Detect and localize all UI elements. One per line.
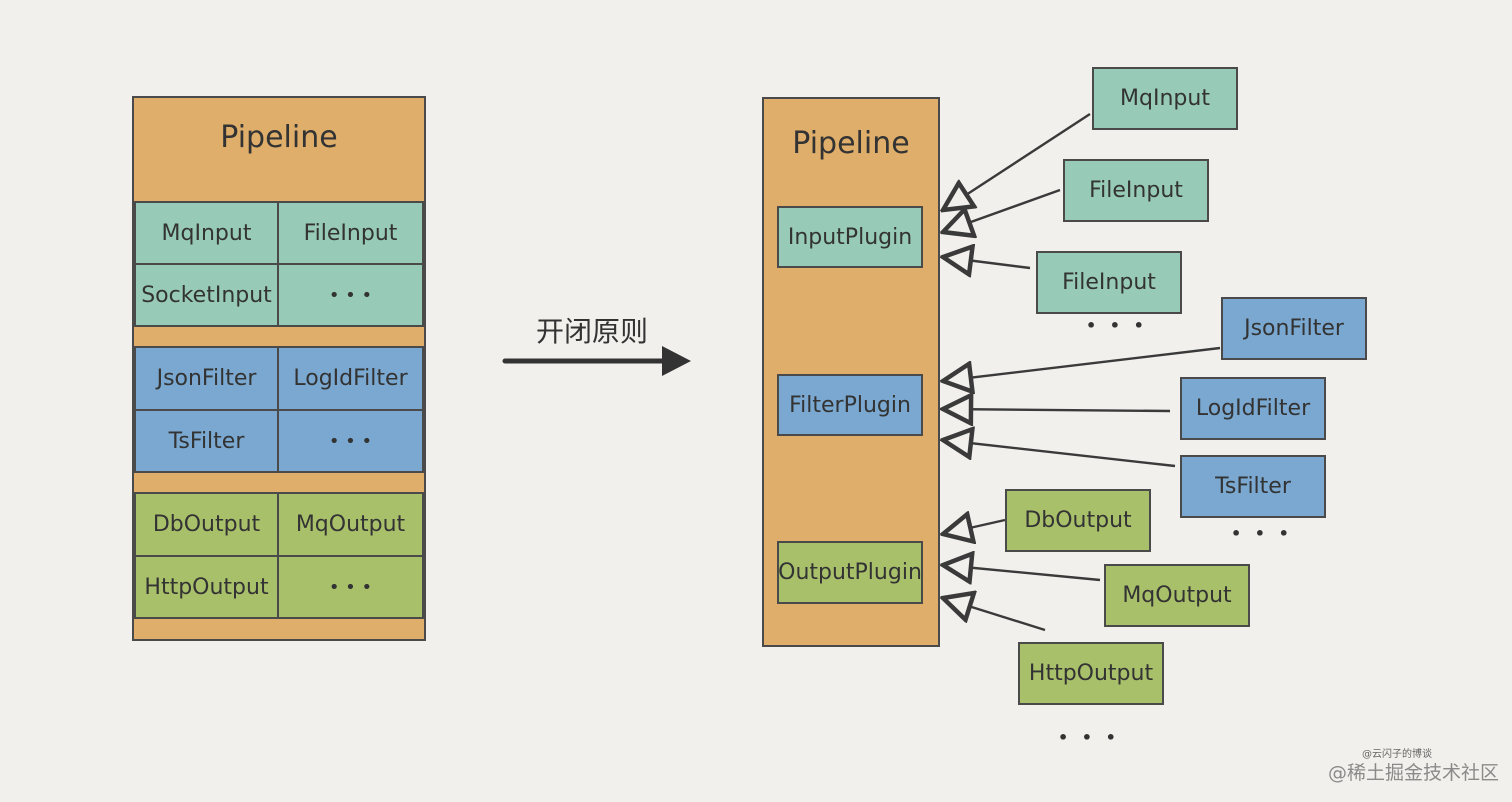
left-filter-ellipsis: • • • [277, 409, 424, 473]
input-ellipsis: • • • [1086, 316, 1148, 335]
watermark-main: @稀土掘金技术社区 [1328, 762, 1500, 784]
left-pipeline-title: Pipeline [220, 120, 338, 155]
impl-tsfilter: TsFilter [1180, 455, 1326, 518]
transform-arrow [502, 346, 691, 376]
connector-fileinput-1 [943, 188, 1061, 232]
output-ellipsis: • • • [1058, 728, 1120, 747]
watermark-small: @云闪子的博谈 [1362, 749, 1432, 760]
connector-mqinput [943, 112, 1091, 210]
impl-mqinput: MqInput [1092, 67, 1238, 130]
connector-jsonfilter [943, 346, 1221, 381]
connector-dboutput [943, 520, 1006, 534]
connector-mqoutput [943, 565, 1101, 580]
left-tsfilter: TsFilter [134, 409, 279, 473]
arrow-label: 开闭原则 [536, 315, 649, 348]
left-httpoutput: HttpOutput [134, 555, 279, 619]
connector-tsfilter [943, 440, 1176, 468]
output-plugin: OutputPlugin [777, 541, 923, 604]
input-plugin: InputPlugin [777, 206, 923, 268]
impl-httpoutput: HttpOutput [1018, 642, 1164, 705]
filter-plugin: FilterPlugin [777, 374, 923, 436]
connector-fileinput-2 [943, 257, 1031, 268]
impl-fileinput-2: FileInput [1036, 251, 1182, 314]
left-dboutput: DbOutput [134, 492, 279, 557]
connector-logidfilter [943, 409, 1171, 411]
left-fileinput: FileInput [277, 201, 424, 265]
left-input-ellipsis: • • • [277, 263, 424, 327]
impl-logidfilter: LogIdFilter [1180, 377, 1326, 440]
connector-httpoutput [943, 598, 1046, 632]
impl-jsonfilter: JsonFilter [1221, 297, 1367, 360]
impl-dboutput: DbOutput [1005, 489, 1151, 552]
filter-ellipsis: • • • [1231, 524, 1293, 543]
right-pipeline-title: Pipeline [792, 126, 910, 161]
left-socketinput: SocketInput [134, 263, 279, 327]
left-logidfilter: LogIdFilter [277, 346, 424, 411]
left-output-ellipsis: • • • [277, 555, 424, 619]
impl-mqoutput: MqOutput [1104, 564, 1250, 627]
impl-fileinput-1: FileInput [1063, 159, 1209, 222]
